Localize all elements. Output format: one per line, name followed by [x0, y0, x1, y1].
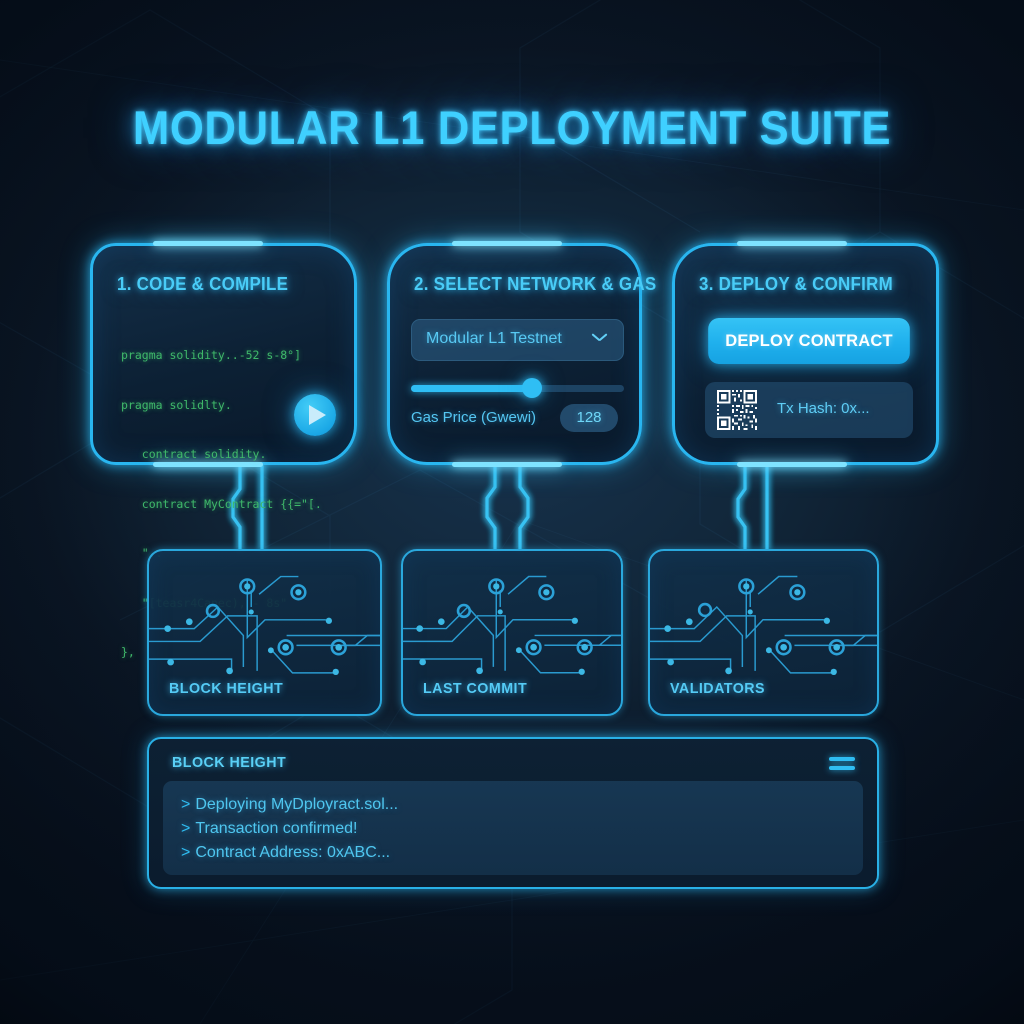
- hamburger-menu-icon[interactable]: [829, 757, 855, 773]
- log-line: >Contract Address: 0xABC...: [181, 841, 845, 865]
- code-line: },: [121, 645, 135, 659]
- gas-price-label: Gas Price (Gwewi): [411, 409, 537, 426]
- network-select-dropdown[interactable]: Modular L1 Testnet: [411, 319, 624, 361]
- step-1-title: 1. CODE & COMPILE: [117, 274, 289, 294]
- log-line: >Deploying MyDployract.sol...: [181, 793, 845, 817]
- panel-bottom-accent: [737, 462, 847, 467]
- play-icon[interactable]: [294, 394, 336, 436]
- code-line: pragma solidity..-52 s-8°]: [121, 348, 302, 362]
- log-text: Contract Address: 0xABC...: [195, 844, 391, 861]
- play-triangle: [309, 405, 326, 425]
- stat-card-validators[interactable]: VALIDATORS: [648, 549, 879, 716]
- code-line: contract MyContract {{="[.: [121, 496, 322, 511]
- menu-bar: [829, 757, 855, 761]
- circuit-graphic: [403, 575, 621, 675]
- console-title: BLOCK HEIGHT: [172, 754, 287, 771]
- tx-hash-label: Tx Hash: 0x...: [777, 400, 870, 417]
- stat-label: BLOCK HEIGHT: [169, 680, 284, 697]
- page-title: MODULAR L1 DEPLOYMENT SUITE: [132, 101, 892, 154]
- stat-card-last-commit[interactable]: LAST COMMIT: [401, 549, 623, 716]
- qr-code-icon: [717, 390, 757, 430]
- log-caret: >: [181, 820, 191, 837]
- slider-knob[interactable]: [522, 378, 543, 398]
- step-3-title: 3. DEPLOY & CONFIRM: [699, 274, 894, 294]
- step-panel-code-compile: 1. CODE & COMPILE pragma solidity..-52 s…: [90, 241, 357, 659]
- panel-top-accent: [737, 241, 847, 246]
- circuit-graphic: [650, 575, 877, 676]
- panel-bottom-accent: [153, 462, 263, 467]
- chevron-down-icon: [592, 333, 607, 342]
- panel-top-accent: [153, 241, 263, 246]
- code-line: contract solidity.: [121, 447, 267, 461]
- log-line: >Transaction confirmed!: [181, 817, 845, 841]
- stat-label: LAST COMMIT: [423, 680, 528, 697]
- step-panel-deploy-confirm: 3. DEPLOY & CONFIRM DEPLOY CONTRACT: [672, 241, 939, 467]
- slider-fill: [411, 385, 533, 392]
- menu-bar: [829, 766, 855, 770]
- step-panel-network-gas: 2. SELECT NETWORK & GAS Modular L1 Testn…: [387, 241, 656, 467]
- tx-hash-row[interactable]: Tx Hash: 0x...: [705, 382, 913, 438]
- panel-bottom-accent: [452, 462, 562, 467]
- circuit-graphic: [149, 575, 380, 676]
- gas-price-slider[interactable]: [411, 378, 624, 398]
- panel-top-accent: [452, 241, 562, 246]
- console-log[interactable]: >Deploying MyDployract.sol... >Transacti…: [163, 781, 863, 875]
- stat-card-block-height[interactable]: BLOCK HEIGHT: [147, 549, 382, 716]
- stat-label: VALIDATORS: [670, 680, 766, 697]
- log-text: Transaction confirmed!: [195, 820, 358, 837]
- log-text: Deploying MyDployract.sol...: [195, 796, 399, 813]
- log-caret: >: [181, 796, 191, 813]
- deploy-contract-button[interactable]: DEPLOY CONTRACT: [708, 318, 910, 364]
- gas-price-value-badge: 128: [560, 404, 618, 432]
- step-2-title: 2. SELECT NETWORK & GAS: [414, 274, 657, 294]
- console-panel: BLOCK HEIGHT >Deploying MyDployract.sol.…: [147, 737, 879, 889]
- network-select-value: Modular L1 Testnet: [426, 330, 562, 347]
- code-line: pragma solidlty.: [121, 397, 232, 412]
- log-caret: >: [181, 844, 191, 861]
